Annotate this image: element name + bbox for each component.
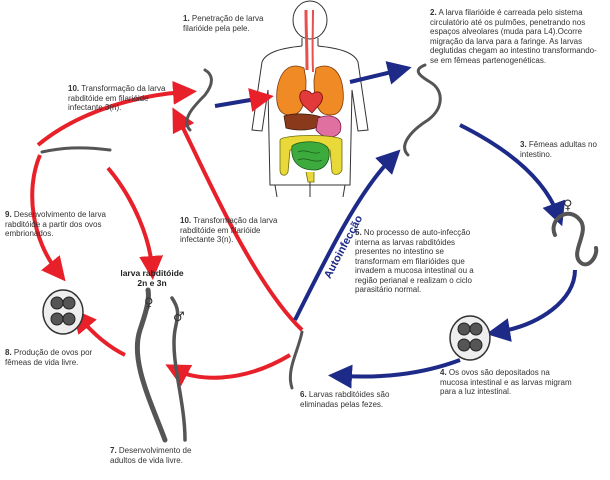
step-9-number: 9. [5,210,12,219]
step-7-number: 7. [110,446,117,455]
arrow-4-to-6 [328,358,461,389]
step-10-text-middle: Transformação da larva rabditóide em fil… [180,216,278,244]
adult-female-intestine [551,211,599,267]
arrow-3-to-4 [486,269,577,342]
step-2-label: 2. A larva filarióide é carreada pelo si… [430,8,602,65]
rhabditoid-larva-label: larva rabditóide 2n e 3n [112,268,192,288]
step-5-text: No processo de auto-infecção interna as … [355,228,474,294]
step-6-label: 6. Larvas rabditóides são eliminadas pel… [300,390,410,409]
worms [40,63,599,443]
human-body [251,0,369,198]
step-10-label-middle: 10. Transformação da larva rabditóide em… [180,216,292,245]
step-3-text: Fêmeas adultas no intestino. [520,140,597,159]
step-4-text: Os ovos são depositados na mucosa intest… [440,368,572,396]
arrow-larvae-to-infective [172,107,304,332]
arrow-autoinfection [293,149,401,321]
step-9-label: 9. Desenvolvimento de larva rabditóide a… [5,210,110,239]
step-9-text: Desenvolvimento de larva rabditóide a pa… [5,210,106,238]
step-1-text: Penetração de larva filarióide pela pele… [183,14,264,33]
filariform-larva-top [185,68,213,132]
step-8-label: 8. Produção de ovos por fêmeas de vida l… [5,348,105,367]
rhabditoid-larva-label-line1: larva rabditóide [120,268,184,278]
arrow-6-to-7 [165,353,292,387]
female-symbol-right: ♀ [563,198,573,213]
step-10-text-top: Transformação da larva rabditóide em fil… [68,84,166,112]
egg-right [449,315,491,361]
step-1-number: 1. [183,14,190,23]
step-2-text: A larva filarióide é carreada pelo siste… [430,8,597,65]
rhabditoid-larva-bottom [288,330,304,390]
step-6-number: 6. [300,390,307,399]
red-cycle-arrows [30,80,304,387]
step-2-number: 2. [430,8,437,17]
step-4-number: 4. [440,368,447,377]
arrow-2-to-3 [459,123,566,227]
step-8-number: 8. [5,348,12,357]
arrow-7-to-8 [72,308,126,357]
free-living-female [134,287,168,443]
arrow-9-to-8 [30,154,66,282]
rhabditoid-larva-label-line2: 2n e 3n [137,278,167,288]
arrow-to-rhabditoid [106,166,164,280]
egg-left [42,289,84,335]
step-7-label: 7. Desenvolvimento de adultos de vida li… [110,446,200,465]
step-8-text: Produção de ovos por fêmeas de vida livr… [5,348,93,367]
blue-cycle-arrows [214,61,577,389]
rhabditoid-larva-left [40,146,112,154]
arrow-1-to-body [214,88,274,112]
step-6-text: Larvas rabditóides são eliminadas pelas … [300,390,390,409]
filariform-larva-lungs [403,63,442,157]
male-symbol-left: ♂ [173,310,185,325]
free-living-male [170,296,187,442]
arrow-body-to-2 [349,61,412,85]
step-3-label: 3. Fêmeas adultas no intestino. [520,140,605,159]
step-10-number-middle: 10. [180,216,192,225]
step-4-label: 4. Os ovos são depositados na mucosa int… [440,368,580,397]
arrow-9-to-10 [36,80,197,147]
step-10-label-top: 10. Transformação da larva rabditóide em… [68,84,180,113]
step-5-label: 5. No processo de auto-infecção interna … [355,228,485,295]
step-5-number: 5. [355,228,362,237]
step-3-number: 3. [520,140,527,149]
step-7-text: Desenvolvimento de adultos de vida livre… [110,446,192,465]
female-symbol-left: ♀ [144,296,154,311]
step-1-label: 1. Penetração de larva filarióide pela p… [183,14,278,33]
step-10-number-top: 10. [68,84,80,93]
